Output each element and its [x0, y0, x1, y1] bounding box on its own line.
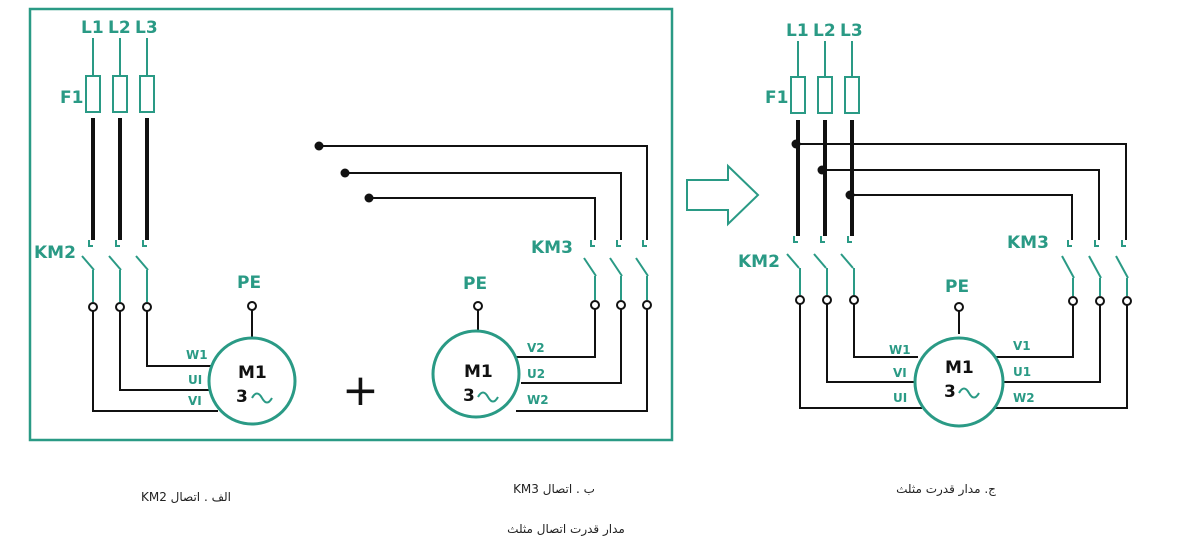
fuse-l3 — [139, 75, 155, 113]
km3-contacts — [1061, 240, 1129, 296]
l3-label: L3 — [840, 21, 863, 41]
km2-contacts — [81, 240, 149, 302]
motor-phase: 3 — [236, 387, 248, 407]
motor-phase: 3 — [463, 386, 475, 406]
l1-label: L1 — [81, 18, 104, 38]
l2-label: L2 — [813, 21, 836, 41]
terminal-v1: V1 — [1013, 339, 1031, 353]
motor-m1-a: M1 3 — [207, 336, 297, 426]
motor-m1-b: M1 3 — [431, 329, 521, 419]
motor-label: M1 — [238, 363, 267, 383]
terminal-u2: U2 — [527, 367, 545, 381]
caption-part-a: الف . اتصال KM2 — [141, 490, 231, 504]
terminal-v2: V2 — [527, 341, 545, 355]
l1-label: L1 — [786, 21, 809, 41]
terminal-w2: W2 — [527, 393, 549, 407]
l2-label: L2 — [108, 18, 131, 38]
caption-part-b: ب . اتصال KM3 — [513, 482, 595, 496]
km3-label: KM3 — [1007, 233, 1049, 253]
motor-m1-c: M1 3 — [913, 336, 1005, 428]
km3-label: KM3 — [531, 238, 573, 258]
caption-main: مدار قدرت اتصال مثلث — [507, 522, 625, 537]
panel-frame — [28, 7, 674, 442]
terminal-w1: W1 — [889, 343, 911, 357]
pe-label: PE — [945, 277, 969, 297]
right-arrow-icon — [686, 163, 760, 227]
f1-label: F1 — [60, 88, 83, 108]
fuse-l3 — [844, 76, 860, 114]
pe-label: PE — [463, 274, 487, 294]
part-a-km2-diagram: L1 L2 L3 F1 KM2 — [34, 18, 297, 426]
fuse-l1 — [85, 75, 101, 113]
ac-symbol-icon — [958, 387, 980, 399]
fuse-l2 — [112, 75, 128, 113]
motor-label: M1 — [945, 358, 974, 378]
pe-label: PE — [237, 273, 261, 293]
part-b-km3-diagram: KM3 V2 U2 W2 PE M1 3 — [314, 141, 652, 419]
ac-symbol-icon — [477, 391, 499, 403]
part-c-delta-circuit: L1 L2 L3 F1 KM2 — [738, 21, 1132, 428]
terminal-ui: UI — [893, 391, 907, 405]
km2-label: KM2 — [738, 252, 780, 272]
motor-phase: 3 — [944, 382, 956, 402]
motor-label: M1 — [464, 362, 493, 382]
terminal-u1: U1 — [1013, 365, 1031, 379]
l3-label: L3 — [135, 18, 158, 38]
terminal-vi: VI — [893, 366, 907, 380]
terminal-w2: W2 — [1013, 391, 1035, 405]
km3-contacts — [583, 240, 649, 300]
fuse-l1 — [790, 76, 806, 114]
f1-label: F1 — [765, 88, 788, 108]
km2-contacts — [786, 236, 855, 295]
plus-sign: + — [342, 365, 379, 416]
caption-part-c: ج. مدار قدرت مثلث — [896, 482, 996, 497]
km2-label: KM2 — [34, 243, 76, 263]
fuse-l2 — [817, 76, 833, 114]
terminal-vi: VI — [188, 394, 202, 408]
terminal-ui: UI — [188, 373, 202, 387]
ac-symbol-icon — [251, 392, 273, 404]
terminal-w1: W1 — [186, 348, 208, 362]
